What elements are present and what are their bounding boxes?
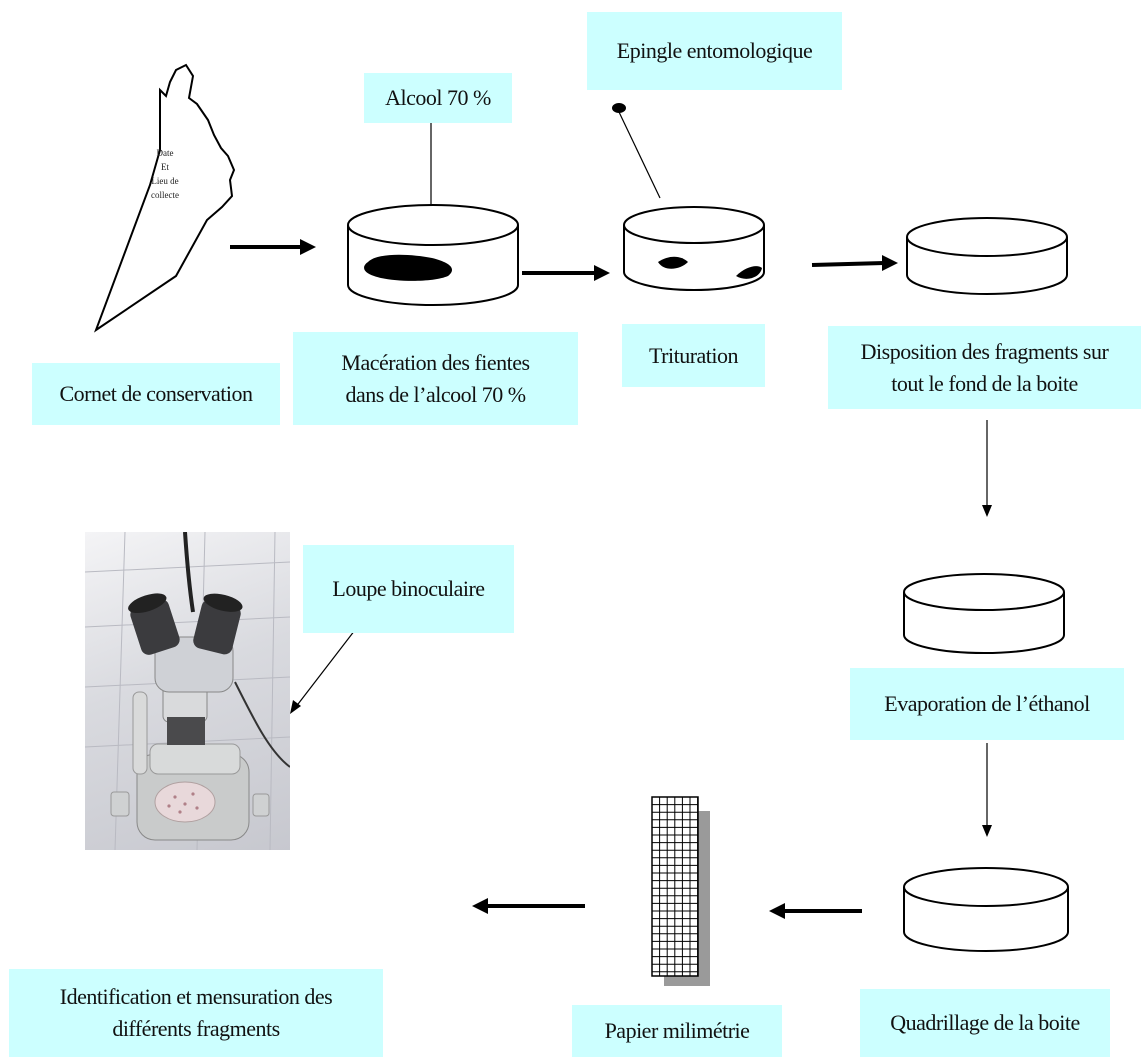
label-cornet: Cornet de conservation (32, 363, 280, 425)
dish-disposition (906, 217, 1068, 295)
dish-maceration (347, 204, 519, 306)
label-quadrillage: Quadrillage de la boite (860, 989, 1110, 1057)
label-loupe: Loupe binoculaire (303, 545, 514, 633)
label-disposition-line2: tout le fond de la boite (891, 370, 1078, 396)
arrow-quadrillage-to-papier (769, 903, 862, 919)
dish-evaporation (903, 573, 1065, 654)
arrow-cornet-to-maceration (230, 239, 316, 255)
label-alcool: Alcool 70 % (364, 73, 512, 123)
dish-quadrillage (903, 867, 1069, 952)
binocular-microscope-photo (85, 532, 290, 850)
label-disposition: Disposition des fragments sur tout le fo… (828, 326, 1141, 409)
label-identification-line1: Identification et mensuration des (59, 984, 333, 1010)
label-evaporation: Evaporation de l’éthanol (850, 668, 1124, 740)
label-papier: Papier milimétrie (572, 1005, 782, 1057)
label-trituration: Trituration (622, 324, 765, 387)
cornet-line-et: Et (161, 162, 169, 172)
dish-trituration (623, 206, 765, 291)
graph-paper-icon (651, 796, 710, 986)
arrow-papier-to-identification (472, 898, 585, 914)
arrow-disposition-to-evaporation (982, 420, 992, 517)
label-maceration: Macération des fientes dans de l’alcool … (293, 332, 578, 425)
label-epingle: Epingle entomologique (587, 12, 842, 90)
label-maceration-line1: Macération des fientes (341, 349, 530, 375)
label-identification: Identification et mensuration des différ… (9, 969, 383, 1057)
arrow-maceration-to-trituration (522, 265, 610, 281)
cornet-line-lieu: Lieu de (151, 176, 179, 186)
label-disposition-line1: Disposition des fragments sur (860, 338, 1109, 364)
entomological-pin-icon (612, 103, 661, 199)
cornet-shape (93, 63, 236, 333)
label-maceration-line2: dans de l’alcool 70 % (345, 381, 526, 407)
cornet-line-collecte: collecte (151, 190, 179, 200)
cornet-inscription: Date Et Lieu de collecte (140, 146, 190, 202)
arrow-trituration-to-disposition (811, 255, 898, 271)
arrow-evaporation-to-quadrillage (982, 743, 992, 837)
label-identification-line2: différents fragments (112, 1016, 280, 1041)
cornet-line-date: Date (156, 148, 174, 158)
